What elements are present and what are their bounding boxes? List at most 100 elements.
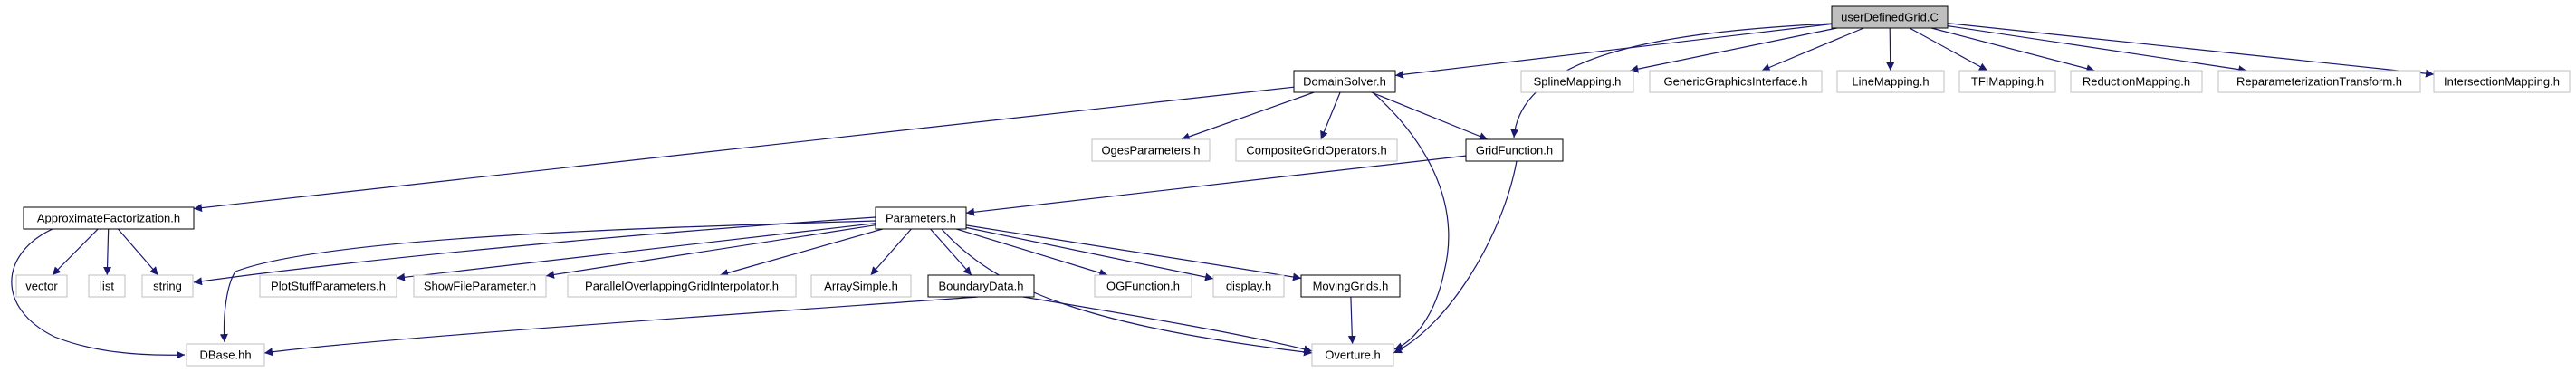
node-parameters[interactable]: Parameters.h [875, 206, 967, 230]
node-label: OGFunction.h [1106, 280, 1180, 293]
node-approxfact[interactable]: ApproximateFactorization.h [23, 206, 195, 230]
node-box [2217, 70, 2421, 93]
node-box [1094, 274, 1192, 298]
node-label: list [100, 280, 114, 293]
node-plotstuff: PlotStuffParameters.h [259, 274, 397, 298]
node-label: PlotStuffParameters.h [271, 280, 386, 293]
edge-parameters-to-plotstuff [396, 223, 876, 281]
node-root[interactable]: userDefinedGrid.C [1831, 5, 1949, 29]
node-linemapping: LineMapping.h [1836, 70, 1945, 93]
node-intersectionmapping: IntersectionMapping.h [2433, 70, 2571, 93]
node-box [875, 206, 967, 230]
node-gridfunction[interactable]: GridFunction.h [1465, 138, 1564, 162]
node-box [1836, 70, 1945, 93]
node-box [2433, 70, 2571, 93]
node-box [88, 274, 126, 298]
node-box [413, 274, 547, 298]
node-label: MovingGrids.h [1313, 280, 1389, 293]
node-box [186, 343, 265, 367]
edge-parameters-to-boundarydata [930, 228, 972, 276]
edge-domainsolver-to-approxfact [193, 86, 1295, 213]
node-box [1649, 70, 1823, 93]
node-label: DomainSolver.h [1303, 75, 1386, 89]
node-box [15, 274, 68, 298]
edge-domainsolver-to-overture [1372, 91, 1450, 350]
node-label: LineMapping.h [1852, 75, 1929, 89]
edge-domainsolver-to-ogesparameters [1181, 91, 1315, 141]
edge-approxfact-to-string [117, 228, 159, 276]
node-label: ApproximateFactorization.h [37, 212, 180, 225]
node-box [927, 274, 1035, 298]
node-label: Overture.h [1325, 348, 1380, 362]
node-box [2070, 70, 2203, 93]
node-box [259, 274, 397, 298]
edge-approxfact-to-vector [52, 228, 99, 276]
edge-root-to-domainsolver [1394, 23, 1833, 79]
edge-approxfact-to-dbase [11, 228, 186, 359]
node-label: userDefinedGrid.C [1841, 11, 1939, 24]
node-label: Parameters.h [886, 212, 956, 225]
edge-root-to-reductionmapping [1930, 27, 2095, 73]
node-label: TFIMapping.h [1971, 75, 2044, 89]
node-reductionmapping: ReductionMapping.h [2070, 70, 2203, 93]
node-box [1300, 274, 1401, 298]
node-string: string [141, 274, 194, 298]
edge-root-to-intersectionmapping [1947, 23, 2435, 78]
edge-root-to-splinemapping [1630, 27, 1837, 73]
node-box [1520, 70, 1634, 93]
node-box [1235, 138, 1398, 162]
node-arraysimple: ArraySimple.h [810, 274, 912, 298]
edges-layer [11, 23, 2435, 359]
edge-root-to-linemapping [1886, 27, 1895, 72]
node-dbase: DBase.hh [186, 343, 265, 367]
edge-gridfunction-to-overture [1393, 160, 1518, 354]
edge-parameters-to-showfile [545, 224, 876, 279]
node-label: DBase.hh [199, 348, 251, 362]
node-box [810, 274, 912, 298]
node-box [141, 274, 194, 298]
node-display: display.h [1212, 274, 1285, 298]
node-box [1293, 70, 1396, 93]
node-overture: Overture.h [1311, 343, 1394, 367]
edge-root-to-genericgraphics [1761, 27, 1864, 72]
node-label: ReductionMapping.h [2083, 75, 2190, 89]
node-label: ReparameterizationTransform.h [2236, 75, 2402, 89]
node-list: list [88, 274, 126, 298]
node-ogfunction: OGFunction.h [1094, 274, 1192, 298]
edge-parameters-to-display [965, 226, 1214, 281]
node-movinggrids[interactable]: MovingGrids.h [1300, 274, 1401, 298]
node-boundarydata[interactable]: BoundaryData.h [927, 274, 1035, 298]
edge-root-to-reparam [1947, 25, 2247, 74]
edge-boundarydata-to-dbase [263, 296, 979, 357]
node-box [1465, 138, 1564, 162]
edge-movinggrids-to-overture [1347, 296, 1356, 345]
node-showfile: ShowFileParameter.h [413, 274, 547, 298]
node-ogesparameters: OgesParameters.h [1091, 138, 1211, 162]
node-label: display.h [1226, 280, 1271, 293]
node-label: IntersectionMapping.h [2444, 75, 2560, 89]
node-label: ShowFileParameter.h [424, 280, 536, 293]
node-label: string [153, 280, 182, 293]
node-label: GenericGraphicsInterface.h [1664, 75, 1808, 89]
nodes-layer: userDefinedGrid.C DomainSolver.h SplineMap… [15, 5, 2571, 367]
node-genericgraphics: GenericGraphicsInterface.h [1649, 70, 1823, 93]
node-label: CompositeGridOperators.h [1246, 144, 1386, 157]
edge-parameters-to-movinggrids [965, 224, 1302, 281]
node-tfimapping: TFIMapping.h [1958, 70, 2056, 93]
edge-gridfunction-to-parameters [965, 155, 1467, 216]
edge-root-to-gridfunction [1510, 23, 1833, 138]
node-domainsolver[interactable]: DomainSolver.h [1293, 70, 1396, 93]
node-box [1958, 70, 2056, 93]
edge-parameters-to-arraysimple [870, 228, 912, 276]
node-label: GridFunction.h [1476, 144, 1553, 157]
node-splinemapping: SplineMapping.h [1520, 70, 1634, 93]
node-label: BoundaryData.h [939, 280, 1024, 293]
node-parallelinterp: ParallelOverlappingGridInterpolator.h [567, 274, 797, 298]
node-reparam: ReparameterizationTransform.h [2217, 70, 2421, 93]
edge-domainsolver-to-compositegridops [1320, 91, 1341, 140]
node-vector: vector [15, 274, 68, 298]
edge-root-to-tfimapping [1909, 27, 1988, 72]
node-box [1091, 138, 1211, 162]
node-box [1212, 274, 1285, 298]
